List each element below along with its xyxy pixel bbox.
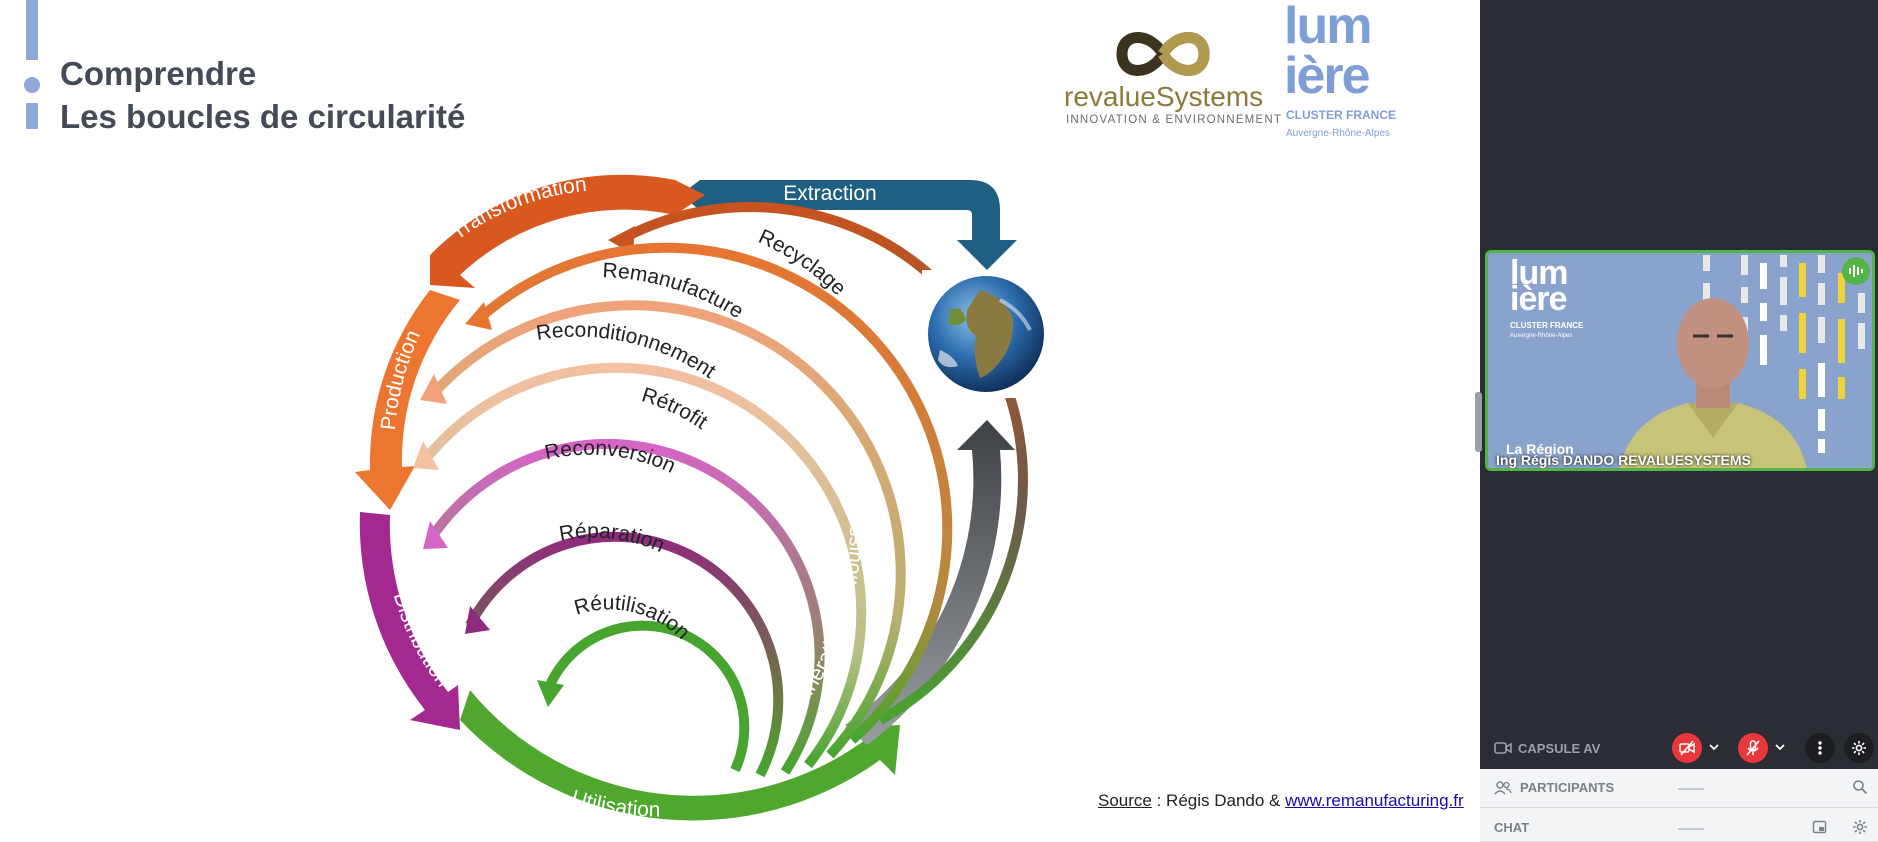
camera-off-icon [1679, 740, 1695, 756]
participant-name: Ing Régis DANDO REVALUESYSTEMS [1496, 452, 1751, 468]
source-credit: Source : Régis Dando & www.remanufacturi… [1098, 791, 1464, 811]
chat-collapse-handle[interactable] [1678, 828, 1704, 830]
participants-section[interactable]: PARTICIPANTS [1480, 769, 1878, 808]
lumiere-cluster-label: CLUSTER FRANCE [1286, 108, 1396, 122]
slide-title-line-1: Comprendre [60, 55, 257, 92]
camera-icon [1494, 742, 1512, 754]
meeting-controls: CAPSULE AV [1480, 730, 1878, 766]
mic-options-chevron-icon[interactable] [1774, 742, 1786, 752]
accent-bar-bottom [26, 103, 38, 129]
video-background [1488, 253, 1872, 468]
slide-title-line-2: Les boucles de circularité [60, 98, 466, 135]
reconversion-loop [425, 439, 825, 775]
chat-label: CHAT [1494, 820, 1530, 835]
label-retrofit: Rétrofit [639, 383, 712, 433]
utilisation-arrow [460, 690, 900, 821]
label-reparation: Réparation [558, 520, 668, 558]
camera-off-button[interactable] [1672, 733, 1702, 763]
slide-title: Comprendre Les boucles de circularité [60, 52, 465, 138]
transformation-arrow [430, 174, 705, 288]
speaking-indicator-icon [1842, 257, 1870, 285]
video-logo-region: Auvergne-Rhône-Alpes [1510, 333, 1573, 339]
reparation-loop [465, 531, 784, 778]
source-prefix: Source [1098, 791, 1152, 810]
distribution-arrow [359, 512, 460, 730]
remanufacture-arrowhead [465, 302, 492, 330]
circularity-loops-diagram: Extraction Transformation Production Dis… [355, 173, 1050, 821]
label-reconversion: Reconversion [543, 437, 679, 478]
reutilisation-loop [545, 620, 750, 773]
remanufacture-loop [476, 242, 953, 744]
video-logo-word-top: lum [1510, 254, 1568, 292]
revalue-logo-tagline: INNOVATION & ENVIRONNEMENT [1066, 114, 1283, 126]
participants-label: PARTICIPANTS [1520, 780, 1615, 795]
infinity-icon [1116, 32, 1210, 76]
revalue-systems-logo: revalueSystems INNOVATION & ENVIRONNEMEN… [1060, 26, 1281, 126]
gear-icon [1852, 741, 1866, 755]
reutilisation-arrowhead [537, 680, 564, 707]
reconversion-arrowhead [423, 521, 448, 549]
meeting-side-panel: lum ière CLUSTER FRANCE Auvergne-Rhône-A… [1475, 0, 1878, 842]
chat-settings-gear-icon[interactable] [1852, 819, 1868, 835]
lumiere-region-label: Auvergne-Rhône-Alpes [1286, 128, 1390, 139]
more-vertical-icon [1818, 741, 1822, 755]
label-extraction: Extraction [783, 182, 876, 205]
mic-off-icon [1746, 740, 1760, 756]
video-logo-sub: CLUSTER FRANCE [1510, 321, 1584, 330]
room-name: CAPSULE AV [1518, 741, 1601, 756]
production-arrow [355, 290, 460, 510]
mic-off-button[interactable] [1738, 733, 1768, 763]
settings-button[interactable] [1844, 733, 1874, 763]
more-options-button[interactable] [1805, 733, 1835, 763]
video-region-label: La Région [1506, 441, 1574, 457]
reconditionnement-arrowhead [420, 374, 447, 404]
source-link[interactable]: www.remanufacturing.fr [1285, 791, 1464, 810]
video-logo-word-bottom: ière [1510, 280, 1567, 318]
earth-globe-icon [928, 276, 1044, 392]
revalue-logo-name: revalueSystems [1064, 81, 1264, 112]
lumiere-cluster-logo: lum ière CLUSTER FRANCE Auvergne-Rhône-A… [1284, 0, 1396, 150]
popout-icon[interactable] [1812, 819, 1828, 835]
chat-section[interactable]: CHAT [1480, 808, 1878, 842]
accent-dot [24, 77, 40, 93]
retrofit-loop [421, 362, 867, 769]
accent-bar-top [26, 0, 38, 60]
panel-resize-handle[interactable] [1475, 392, 1482, 452]
participants-collapse-handle[interactable] [1678, 788, 1704, 790]
participant-video-tile[interactable]: lum ière CLUSTER FRANCE Auvergne-Rhône-A… [1485, 250, 1875, 471]
retrofit-arrowhead [413, 441, 439, 470]
reparation-arrowhead [465, 606, 490, 634]
search-icon[interactable] [1852, 779, 1868, 795]
camera-options-chevron-icon[interactable] [1708, 742, 1720, 752]
participants-icon [1494, 781, 1512, 795]
source-text: : Régis Dando & [1151, 791, 1286, 810]
presentation-slide: Comprendre Les boucles de circularité re… [24, 0, 1464, 821]
lumiere-word-top: lum [1284, 0, 1372, 55]
lumiere-word-bottom: ière [1284, 47, 1371, 105]
reconditionnement-loop [431, 300, 906, 759]
